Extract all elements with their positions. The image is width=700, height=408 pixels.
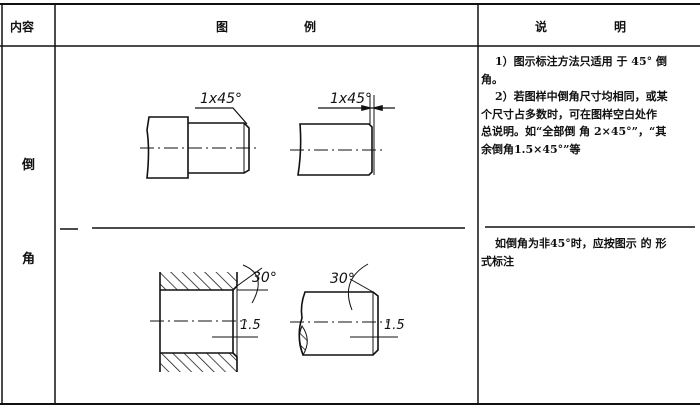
chamfer-drawing-1 xyxy=(140,107,258,179)
chamfer-drawing-4-shaft xyxy=(290,263,398,357)
row-label-2: 角 xyxy=(22,252,36,267)
desc-line: 角。 xyxy=(481,72,503,86)
table-lines xyxy=(0,3,700,405)
desc-line: 如倒角为非45°时，应按图示 的 形 xyxy=(495,237,667,250)
header-content: 内容 xyxy=(10,20,35,34)
row-label-1: 倒 xyxy=(22,158,36,173)
dim-label-a: 1.5 xyxy=(240,318,261,333)
description-2: 如倒角为非45°时，应按图示 的 形 式标注 xyxy=(481,235,697,270)
desc-line: 式标注 xyxy=(481,254,514,268)
header-figure-2: 例 xyxy=(304,20,317,34)
desc-line: 余倒角1.5×45°”等 xyxy=(481,142,581,156)
dim-label-b: 1.5 xyxy=(384,318,405,333)
header-figure-1: 图 xyxy=(216,20,229,34)
header-desc-1: 说 xyxy=(535,20,548,34)
chamfer-drawing-2 xyxy=(290,95,395,176)
dim-label-1x45-b: 1x45° xyxy=(330,91,373,107)
description-1: 1）图示标注方法只适用 于 45° 倒 角。 2）若图样中倒角尺寸均相同，或某 … xyxy=(481,53,697,158)
desc-line: 总说明。如“全部倒 角 2×45°”，“其 xyxy=(481,125,667,138)
desc-line: 2）若图样中倒角尺寸均相同，或某 xyxy=(495,90,668,103)
chamfer-drawing-3-bore xyxy=(150,264,268,372)
dim-label-1x45-a: 1x45° xyxy=(200,91,243,107)
desc-line: 个尺寸占多数时，可在图样空白处作 xyxy=(481,107,657,121)
angle-label-a: 30° xyxy=(252,270,277,286)
desc-line: 1）图示标注方法只适用 于 45° 倒 xyxy=(495,55,667,68)
header-desc-2: 明 xyxy=(614,20,627,34)
angle-label-b: 30° xyxy=(330,271,355,287)
